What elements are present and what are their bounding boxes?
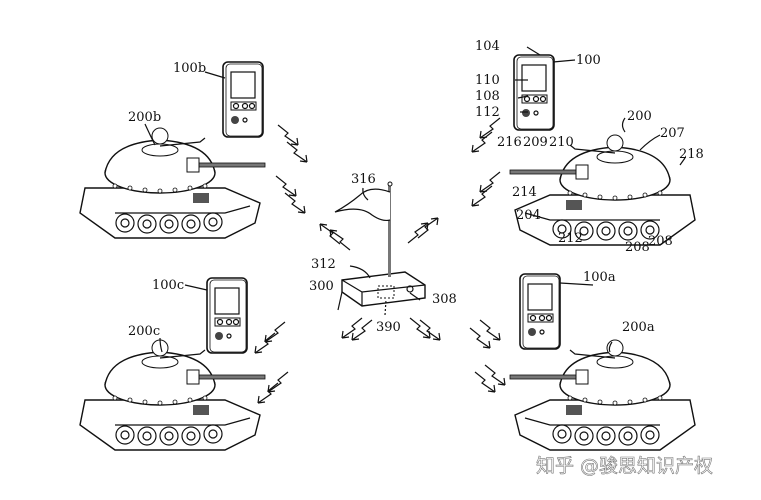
label-200b: 200b xyxy=(128,110,161,125)
label-112: 112 xyxy=(475,105,500,120)
label-100: 100 xyxy=(576,53,601,68)
label-104: 104 xyxy=(475,39,500,54)
phone-100 xyxy=(513,54,555,131)
label-100c: 100c xyxy=(152,278,184,293)
label-218: 218 xyxy=(679,147,704,162)
label-204: 204 xyxy=(516,208,541,223)
phone-100c xyxy=(206,277,248,354)
watermark: 知乎 @骏思知识产权 xyxy=(536,455,713,477)
label-110: 110 xyxy=(475,73,500,88)
label-100b: 100b xyxy=(173,61,206,76)
tank-200a xyxy=(509,339,696,451)
phone-100b xyxy=(222,61,264,138)
tank-200c xyxy=(79,339,266,451)
label-216: 216 xyxy=(497,135,522,150)
label-300: 300 xyxy=(309,279,334,294)
tank-200b xyxy=(79,127,266,239)
label-210: 210 xyxy=(549,135,574,150)
label-100a: 100a xyxy=(583,270,616,285)
label-200c: 200c xyxy=(128,324,160,339)
label-209: 209 xyxy=(523,135,548,150)
label-308: 308 xyxy=(432,292,457,307)
base-station-300 xyxy=(334,181,426,307)
label-208-a: 208 xyxy=(625,240,650,255)
label-108: 108 xyxy=(475,89,500,104)
tank-200 xyxy=(509,134,696,246)
label-316: 316 xyxy=(351,172,376,187)
label-390: 390 xyxy=(376,320,401,335)
label-200: 200 xyxy=(627,109,652,124)
label-212: 212 xyxy=(558,231,583,246)
label-208-b: 208 xyxy=(648,234,673,249)
signal-bolts xyxy=(254,117,506,404)
label-207: 207 xyxy=(660,126,685,141)
phone-100a xyxy=(519,273,561,350)
label-200a: 200a xyxy=(622,320,655,335)
label-312: 312 xyxy=(311,257,336,272)
label-214: 214 xyxy=(512,185,537,200)
leader-lines xyxy=(144,46,686,353)
